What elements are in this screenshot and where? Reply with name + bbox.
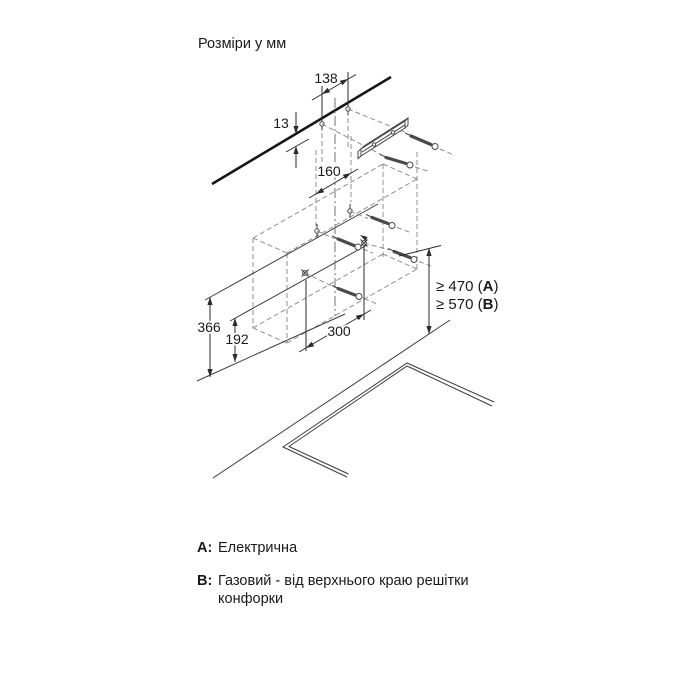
clearance-b-label: ≥ 570 (B)	[436, 296, 498, 313]
dimension-138: 138	[311, 68, 357, 120]
legend-item-a: A: Електрична	[197, 540, 493, 558]
legend-a-key: A:	[197, 540, 213, 556]
lower-screw-left	[331, 285, 377, 304]
dimension-300: 300	[298, 246, 372, 353]
clearance-a-label: ≥ 470 (A)	[436, 278, 498, 295]
clearance-dimension: ≥ 470 (A) ≥ 570 (B)	[398, 245, 498, 334]
hood-reference-lines	[196, 203, 379, 382]
mounting-rail	[357, 116, 409, 160]
dim-138-label: 138	[314, 70, 338, 86]
legend-b-text: Газовий - від верхнього краю решітки кон…	[218, 573, 469, 607]
dim-13-label: 13	[273, 115, 289, 131]
dimension-160: 160	[308, 136, 359, 226]
cooktop-outline	[212, 319, 495, 479]
legend-item-b: B: Газовий - від верхнього краю решітки …	[197, 573, 493, 608]
middle-screw-right	[365, 214, 410, 233]
rail-alignment-guides	[321, 108, 408, 156]
legend-b-key: B:	[197, 573, 213, 589]
middle-screw-left	[331, 235, 374, 254]
wall-edge-line	[211, 75, 392, 186]
page-title: Розміри у мм	[198, 36, 287, 52]
legend-a-text: Електрична	[218, 540, 298, 556]
dimension-13: 13	[271, 112, 310, 168]
dim-160-label: 160	[317, 163, 341, 179]
lower-screw-right	[387, 248, 432, 267]
dim-366-label: 366	[197, 319, 221, 335]
dim-300-label: 300	[327, 323, 351, 339]
hood-outline-dashed	[252, 152, 418, 344]
dim-192-label: 192	[225, 331, 249, 347]
wall-holes-lower	[301, 239, 391, 288]
dimension-192: 192	[224, 318, 251, 362]
rail-screw-right	[404, 132, 456, 156]
wall-holes-middle	[314, 204, 369, 239]
dimension-366: 366	[196, 297, 223, 377]
rail-screw-left	[379, 154, 430, 172]
